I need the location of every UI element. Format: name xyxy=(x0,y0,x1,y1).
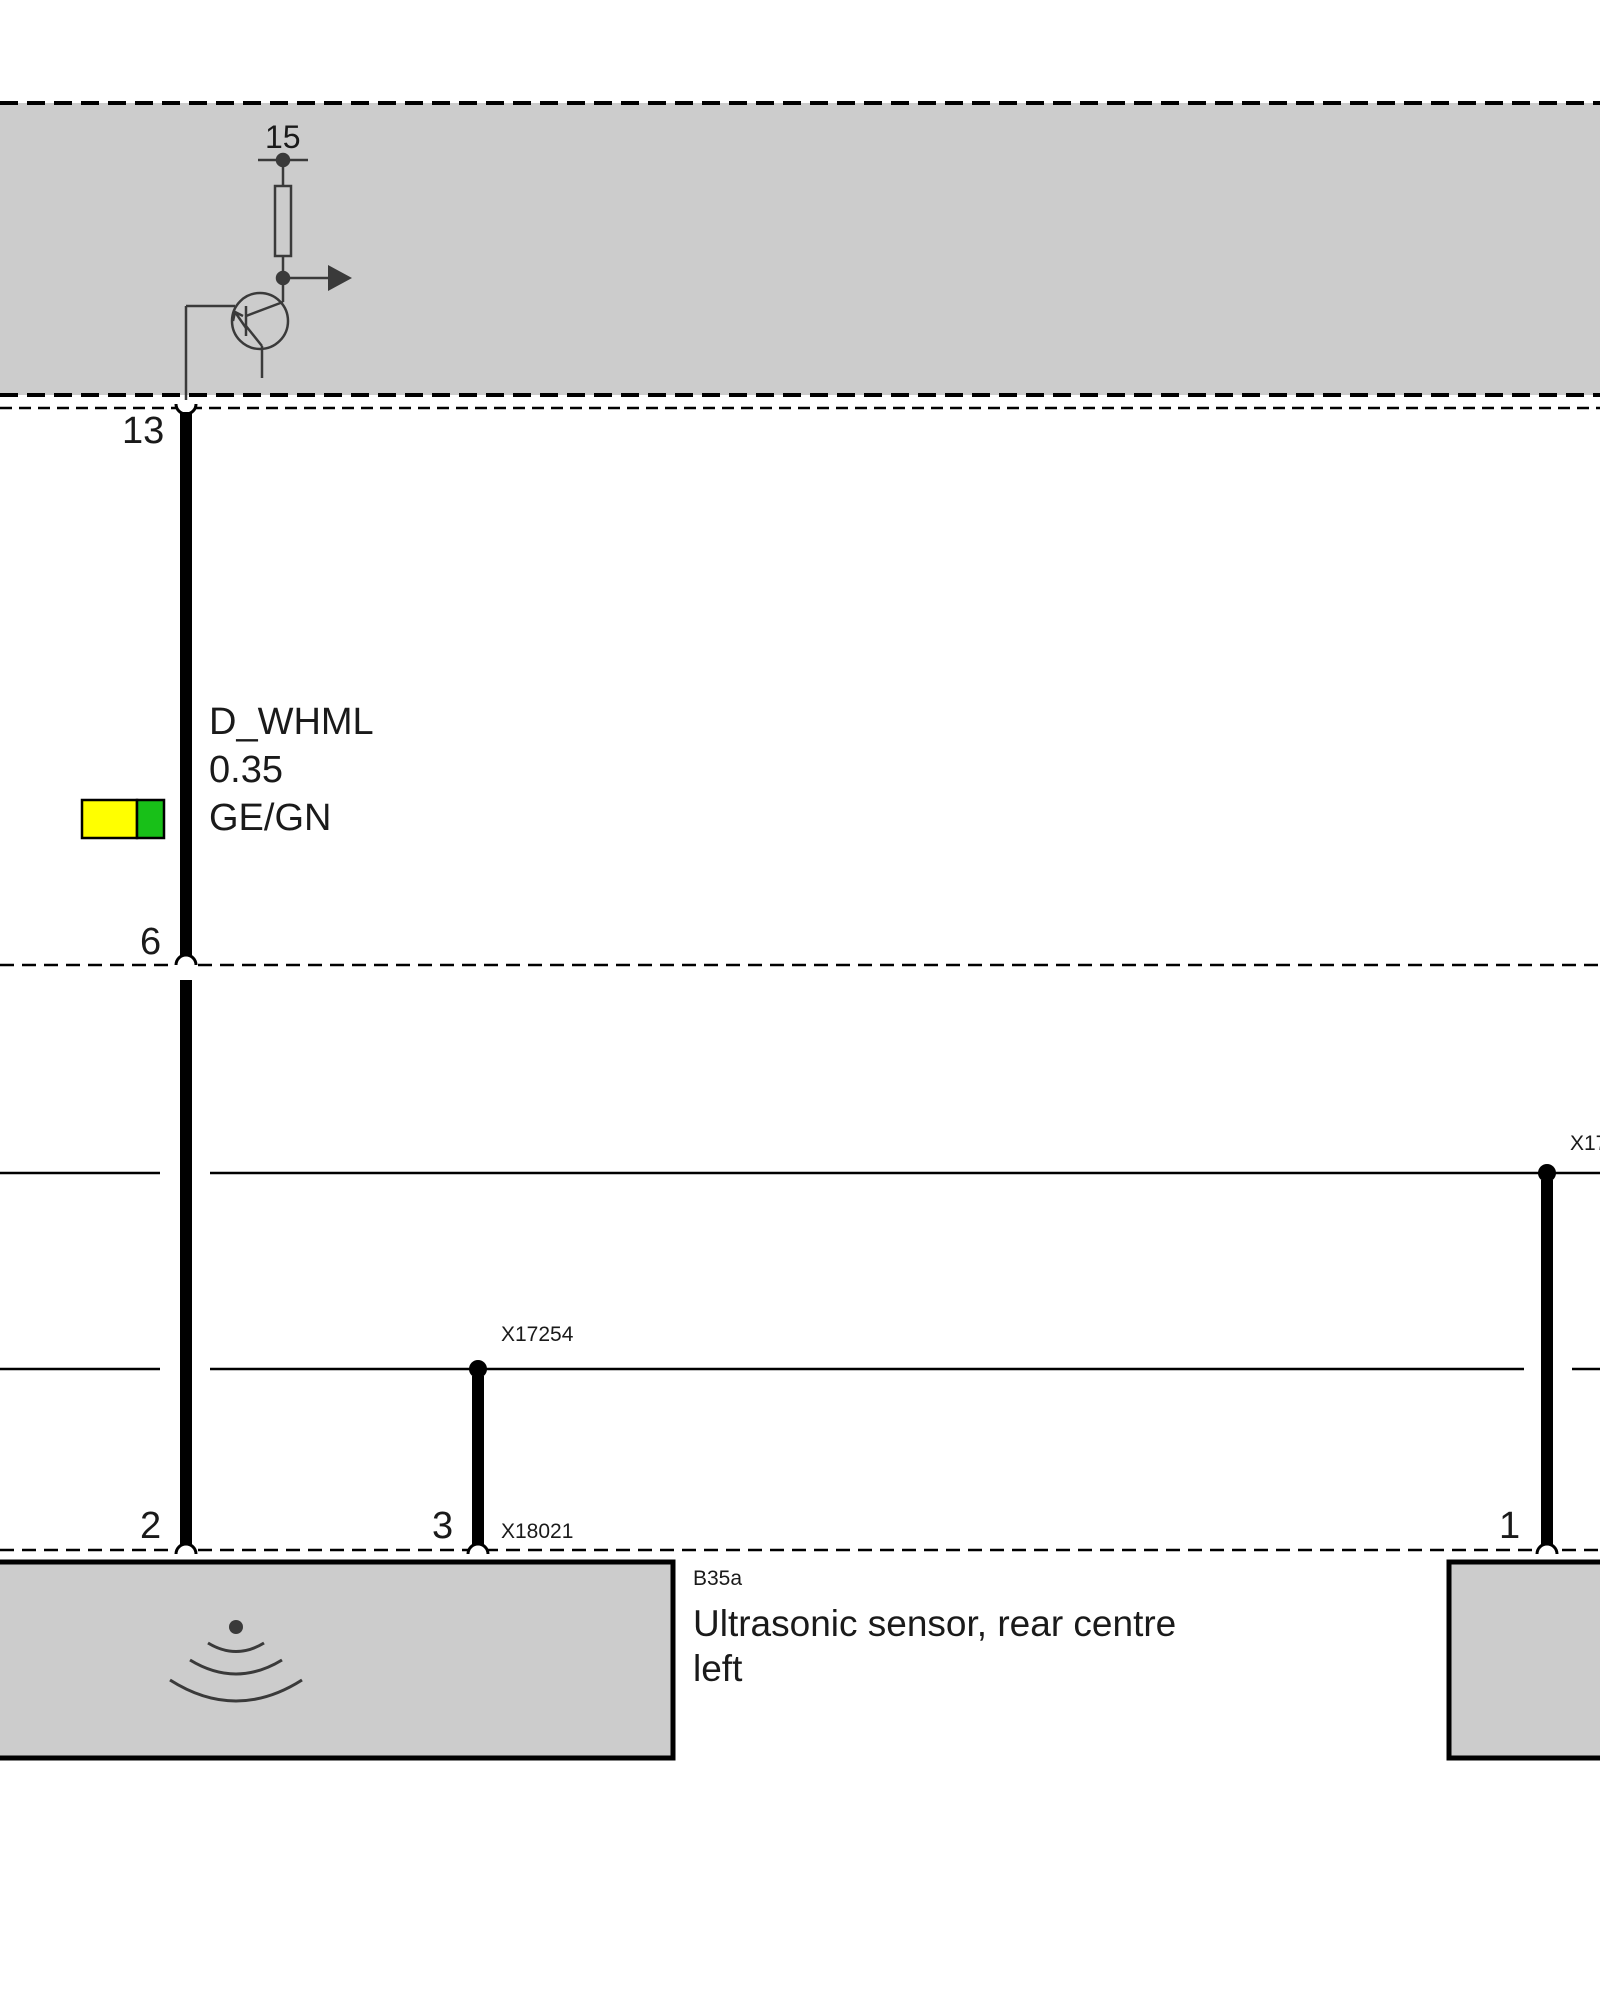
pin-3-label: 3 xyxy=(432,1505,453,1547)
splice-lower-label: X17254 xyxy=(501,1323,574,1346)
pin-3-terminal xyxy=(466,1542,490,1555)
splice-upper-node xyxy=(1538,1164,1556,1182)
ultrasonic-wave-icon xyxy=(169,1620,303,1703)
pin-2-terminal xyxy=(174,1542,198,1555)
sensor-description-line1: Ultrasonic sensor, rear centre xyxy=(693,1603,1176,1644)
wire-color-swatch xyxy=(80,798,166,840)
wire-cross-section-label: 0.35 xyxy=(209,749,283,791)
transistor-symbol xyxy=(230,291,290,351)
wire-signal-label: D_WHML xyxy=(209,701,374,743)
splice-lower-node xyxy=(469,1360,487,1378)
sensor-description-line2: left xyxy=(693,1648,743,1689)
sensor-right-box xyxy=(1446,1559,1600,1761)
sensor-id-label: B35a xyxy=(693,1567,742,1590)
pin-1-label: 1 xyxy=(1499,1505,1520,1547)
pin-2-label: 2 xyxy=(140,1505,161,1547)
control-unit-body xyxy=(0,103,1600,395)
wire-color-swatch-yellow xyxy=(80,798,139,840)
pin-13-label: 13 xyxy=(122,410,164,452)
output-arrow-icon xyxy=(328,265,352,291)
sensor-b35a-box xyxy=(0,1559,676,1761)
sensor-connector-label: X18021 xyxy=(501,1520,573,1543)
supply-terminal-label: 15 xyxy=(265,119,301,155)
pin-6-label: 6 xyxy=(140,921,161,963)
pin-1-terminal xyxy=(1535,1542,1559,1555)
wire-color-swatch-green xyxy=(135,798,166,840)
wire-color-code-label: GE/GN xyxy=(209,797,331,839)
pin-6-terminal xyxy=(174,953,198,966)
splice-upper-label: X17 xyxy=(1570,1132,1600,1155)
control-unit: 15 xyxy=(0,101,1600,410)
transistor-circuit xyxy=(184,152,352,400)
